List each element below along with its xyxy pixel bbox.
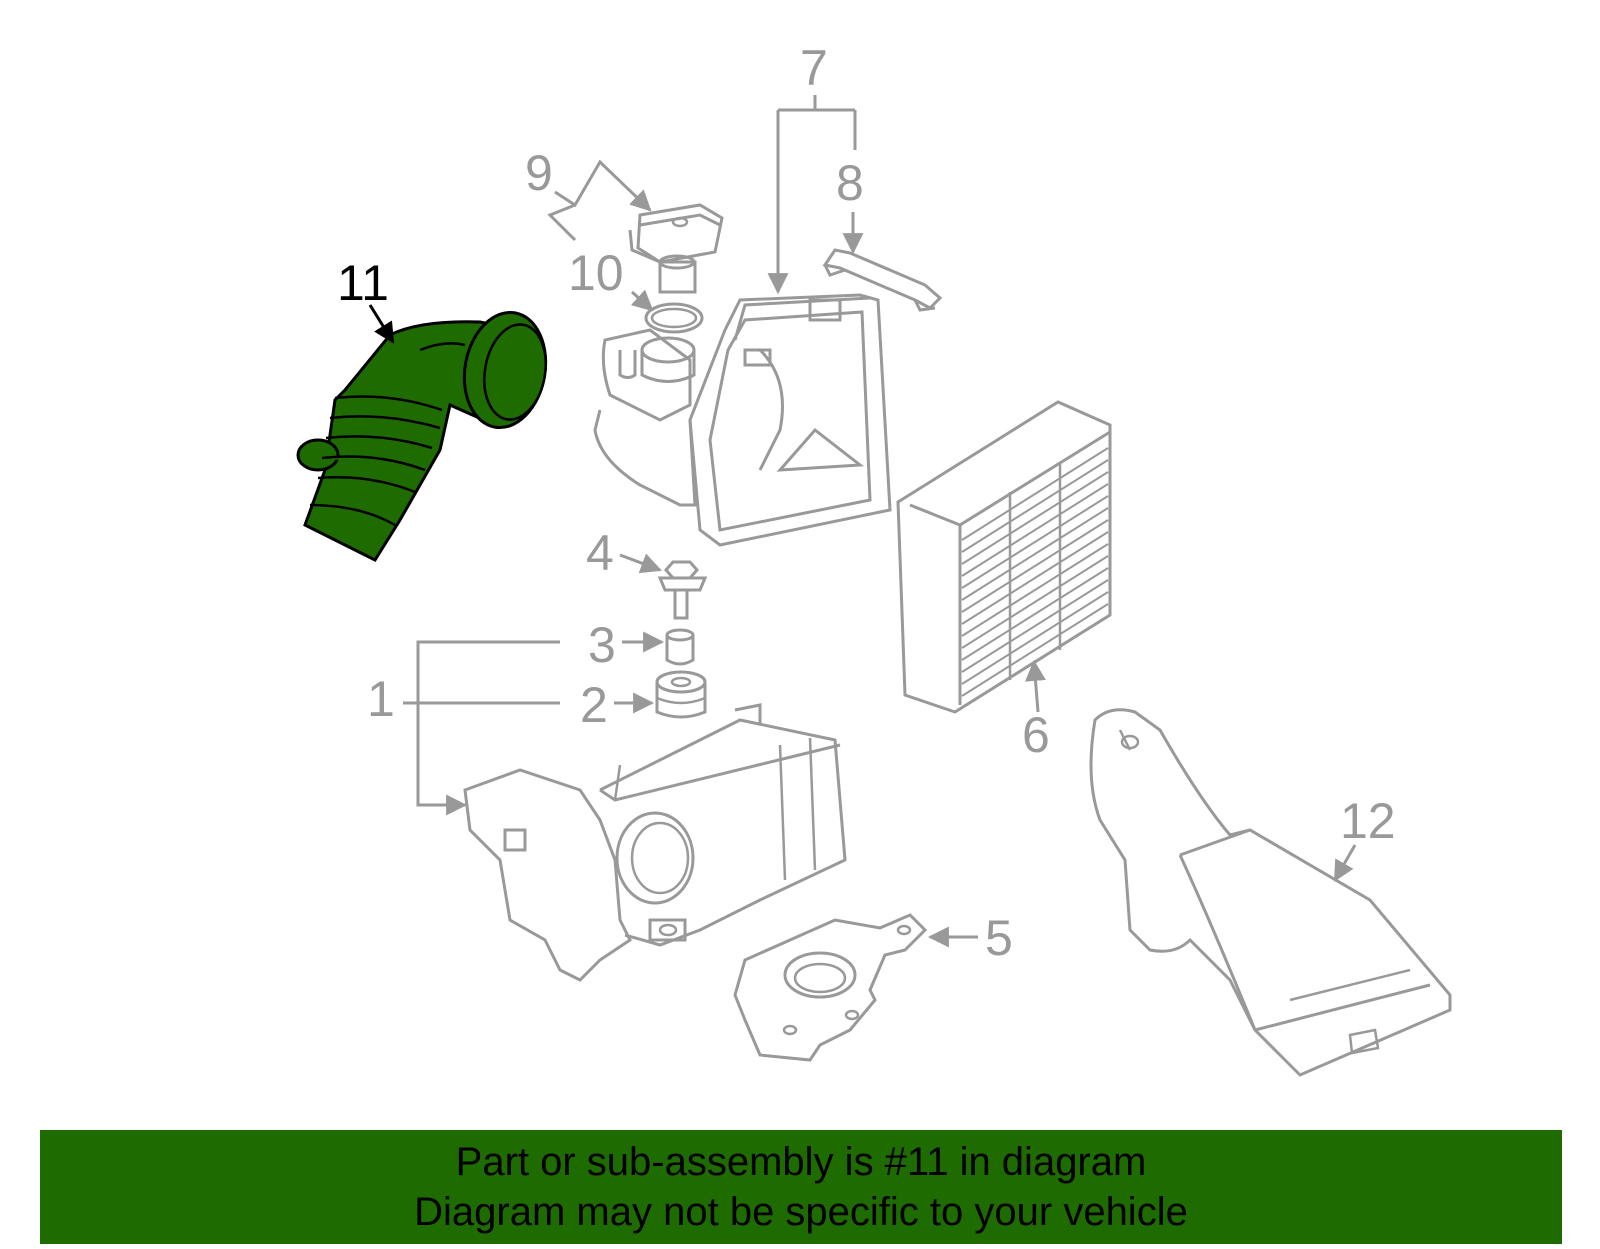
- callout-12: 12: [1340, 793, 1396, 849]
- callout-3: 3: [588, 617, 616, 673]
- callout-7: 7: [800, 40, 828, 96]
- parts-diagram: 7 8 9 10 11 4 3 2 1 6 12 5: [296, 40, 1452, 1077]
- part-1-lower-case[interactable]: [463, 703, 847, 982]
- callout-10: 10: [568, 245, 624, 301]
- filter-pleat: [961, 471, 1109, 565]
- banner-line-disclaimer: Diagram may not be specific to your vehi…: [414, 1190, 1188, 1234]
- part-2-grommet[interactable]: [655, 670, 707, 719]
- part-5-mount-bracket[interactable]: [733, 913, 928, 1062]
- filter-pleat: [961, 507, 1109, 601]
- filter-pleat: [961, 567, 1109, 661]
- callout-5: 5: [985, 910, 1013, 966]
- part-8-bracket[interactable]: [822, 248, 943, 312]
- filter-pleat: [961, 459, 1109, 553]
- part-7-upper-housing[interactable]: [593, 293, 892, 547]
- callout-labels: 7 8 9 10 11 4 3 2 1 6 12 5: [337, 40, 1396, 966]
- banner-line-part: Part or sub-assembly is #11 in diagram: [455, 1140, 1147, 1184]
- callout-6: 6: [1022, 707, 1050, 763]
- leader-lines: [368, 95, 1357, 948]
- filter-pleat: [961, 555, 1109, 649]
- filter-pleat: [961, 579, 1109, 673]
- filter-pleat: [961, 531, 1109, 625]
- filter-pleat: [961, 483, 1109, 577]
- filter-pleat: [961, 447, 1109, 541]
- part-10-gasket[interactable]: [644, 302, 704, 334]
- filter-pleat: [961, 519, 1109, 613]
- callout-8: 8: [836, 155, 864, 211]
- filter-pleat: [961, 603, 1109, 697]
- filter-pleat: [961, 543, 1109, 637]
- info-banner: Part or sub-assembly is #11 in diagram D…: [40, 1130, 1562, 1244]
- air-filter-pleats: [961, 447, 1109, 697]
- callout-9: 9: [525, 145, 553, 201]
- part-6-air-filter[interactable]: [896, 400, 1112, 714]
- part-4-bolt[interactable]: [657, 560, 708, 620]
- callout-1: 1: [367, 671, 395, 727]
- callout-2: 2: [580, 677, 608, 733]
- part-3-collar[interactable]: [665, 628, 695, 666]
- callout-11: 11: [337, 255, 389, 311]
- part-12-air-duct[interactable]: [1089, 708, 1452, 1077]
- part-9-airflow-sensor[interactable]: [628, 203, 724, 294]
- part-11-intake-hose[interactable]: [296, 306, 554, 562]
- callout-4: 4: [586, 525, 614, 581]
- filter-pleat: [961, 591, 1109, 685]
- filter-pleat: [961, 495, 1109, 589]
